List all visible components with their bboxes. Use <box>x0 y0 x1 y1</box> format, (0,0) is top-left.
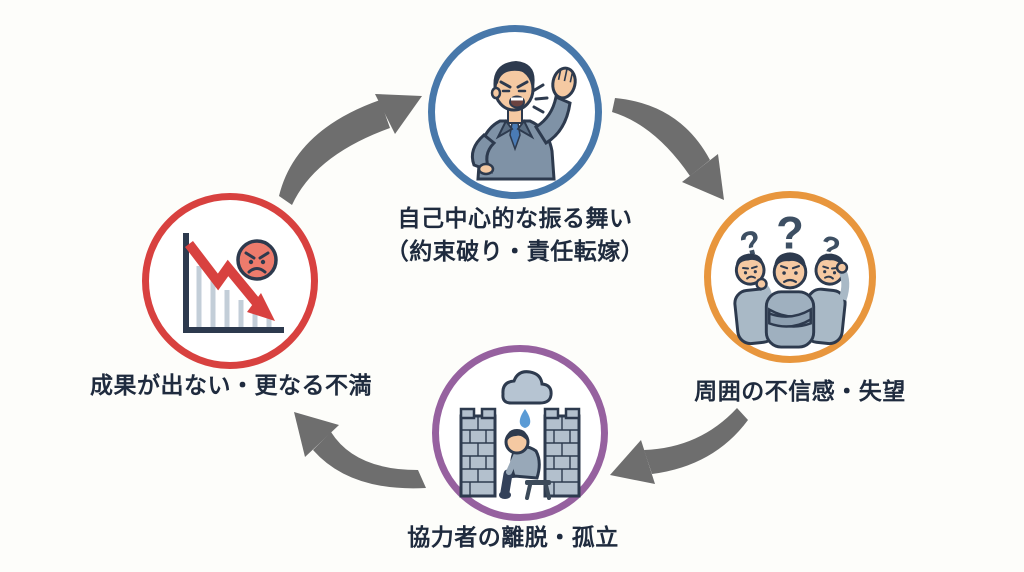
isolated-person-icon <box>459 370 581 500</box>
node-no-results <box>142 193 318 369</box>
arrow-bottom-to-left-icon <box>294 412 426 489</box>
angry-businessman-icon <box>470 61 577 181</box>
arrow-left-to-top-icon <box>279 94 422 205</box>
node-self-centered-behavior <box>428 25 602 199</box>
label-isolation: 協力者の離脱・孤立 <box>407 524 619 550</box>
arrow-top-to-right-icon <box>612 98 724 200</box>
label-self-centered-behavior: 自己中心的な振る舞い （約束破り・責任転嫁） <box>340 202 690 268</box>
svg-text:?: ? <box>776 207 804 258</box>
confused-people-icon: ? ? ? <box>733 207 850 349</box>
label-line-2: （約束破り・責任転嫁） <box>385 238 645 264</box>
label-no-results: 成果が出ない・更なる不満 <box>90 372 372 398</box>
node-distrust-of-others: ? ? ? <box>704 191 876 363</box>
node-isolation <box>432 345 608 521</box>
declining-chart-icon <box>183 233 284 333</box>
arrow-right-to-bottom-icon <box>610 408 748 484</box>
label-distrust-of-others: 周囲の不信感・失望 <box>694 378 906 404</box>
label-line-1: 自己中心的な振る舞い <box>397 205 633 231</box>
